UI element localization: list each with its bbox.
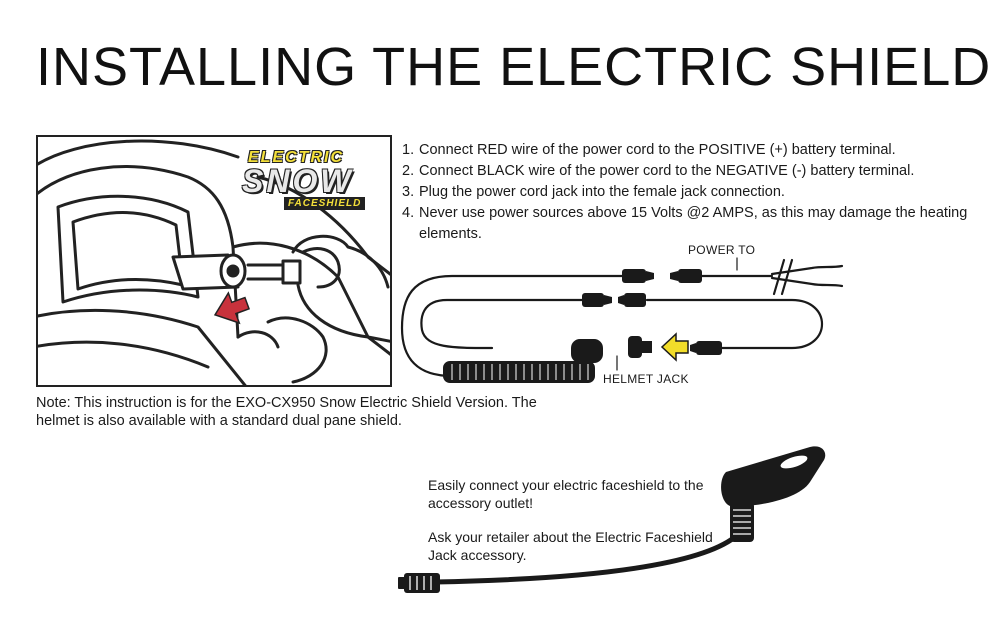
cord-right-loop [645,298,824,350]
connector-pair-top [622,269,702,283]
plug-connector [690,341,722,355]
step-number: 2. [402,163,415,179]
cord-inner-loop [420,298,604,350]
instruction-steps: 1. Connect RED wire of the power cord to… [402,140,982,245]
step-item: 2. Connect BLACK wire of the power cord … [402,161,982,182]
lighter-plug-head [721,446,826,506]
step-item: 3. Plug the power cord jack into the fem… [402,182,982,203]
step-text: Never use power sources above 15 Volts @… [419,205,968,242]
accessory-plug-illustration [398,446,826,593]
connector-pair-middle [582,293,646,307]
helmet-jack-label: HELMET JACK [603,372,689,386]
step-number: 3. [402,184,415,200]
power-to-label: POWER TO [688,243,756,257]
break-mark [772,258,786,296]
logo-line-1: ELECTRIC [248,149,344,166]
promo-text-2: Ask your retailer about the Electric Fac… [428,529,713,563]
plug-cable [432,501,745,585]
step-number: 4. [402,205,415,221]
version-note: Note: This instruction is for the EXO-CX… [36,395,537,429]
helmet-illustration: ELECTRIC SNOW FACESHIELD [36,135,392,387]
step-text: Connect RED wire of the power cord to th… [419,142,896,158]
power-cord-diagram [400,257,844,383]
step-item: 1. Connect RED wire of the power cord to… [402,140,982,161]
electric-snow-logo: ELECTRIC SNOW FACESHIELD [238,149,388,215]
cord-outer-loop [400,274,624,378]
insert-arrow-icon [213,291,250,325]
step-item: 4. Never use power sources above 15 Volt… [402,203,982,245]
helmet-drawing [38,139,390,385]
step-number: 1. [402,142,415,158]
logo-line-2: SNOW [242,163,354,199]
step-text: Connect BLACK wire of the power cord to … [419,163,915,179]
page-title: INSTALLING THE ELECTRIC SHIELD [36,37,992,97]
accessory-promo: Easily connect your electric faceshield … [428,476,728,580]
step-text: Plug the power cord jack into the female… [419,184,785,200]
logo-line-3: FACESHIELD [284,197,366,210]
promo-text-1: Easily connect your electric faceshield … [428,477,704,511]
jack-arrow-icon [660,332,689,362]
helmet-jack-connector [628,336,652,358]
